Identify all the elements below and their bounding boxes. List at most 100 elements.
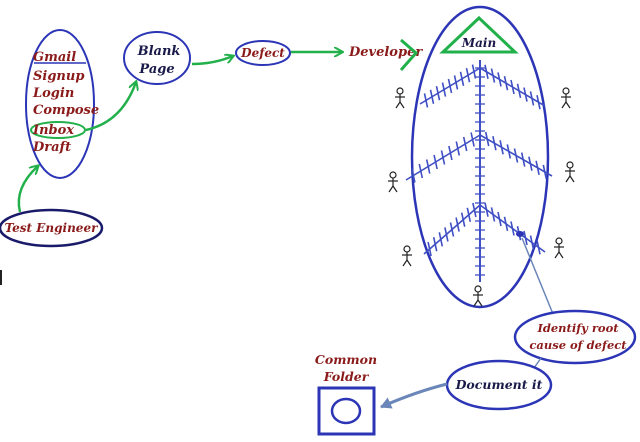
person-leg-right bbox=[565, 101, 571, 109]
menu-item-signup: Signup bbox=[33, 69, 84, 84]
fishbone-rib-tick bbox=[497, 211, 502, 227]
person-leg-right bbox=[399, 101, 405, 109]
person-leg-right bbox=[392, 185, 398, 193]
blank-to-defect-arrow bbox=[191, 56, 233, 66]
fishbone-rib-tick bbox=[471, 64, 477, 79]
fishbone-rib-tick bbox=[459, 71, 465, 86]
fishbone-rib-tick bbox=[536, 95, 541, 110]
fishbone-rib-tick bbox=[510, 221, 515, 236]
fishbone-rib-tick bbox=[465, 68, 471, 83]
fishbone-rib-tick bbox=[506, 144, 512, 159]
person-leg-left bbox=[565, 175, 571, 183]
fishbone-rib-tick bbox=[470, 132, 475, 147]
defect-node bbox=[235, 40, 291, 66]
fishbone-branches bbox=[405, 64, 553, 257]
fishbone-rib-tick bbox=[433, 154, 438, 170]
fishbone-rib-tick bbox=[497, 72, 502, 87]
fishbone-rib-tick bbox=[484, 202, 489, 217]
fishbone-rib-tick bbox=[423, 93, 429, 108]
test-engineer-arrow bbox=[17, 166, 38, 213]
fishbone-rib-tick bbox=[535, 160, 540, 175]
person-head bbox=[555, 237, 563, 245]
root-cause-dot bbox=[516, 231, 524, 237]
person-leg-right bbox=[569, 175, 575, 183]
fishbone-rib-tick bbox=[523, 87, 528, 102]
test-engineer-node bbox=[0, 208, 104, 248]
fishbone-rib-tick bbox=[432, 237, 438, 252]
person-head bbox=[566, 161, 574, 169]
person-head bbox=[403, 245, 411, 253]
person-leg-right bbox=[477, 299, 483, 307]
fishbone-rib-tick bbox=[441, 82, 447, 97]
fishbone-rib-tick bbox=[411, 168, 416, 183]
person-head bbox=[474, 285, 482, 293]
fishbone-rib-tick bbox=[490, 68, 496, 83]
person-icon bbox=[554, 237, 564, 259]
person-icon bbox=[473, 285, 483, 307]
fishbone-rib-tick bbox=[453, 75, 459, 90]
menu-item-login: Login bbox=[32, 86, 74, 101]
fishbone-rib-tick bbox=[462, 136, 468, 152]
fishbone-rib-tick bbox=[440, 150, 446, 165]
spine-ticks bbox=[475, 67, 485, 276]
fishbone-rib-tick bbox=[455, 217, 460, 232]
main-label: Main bbox=[461, 36, 496, 50]
menu-item-gmail: Gmail bbox=[33, 50, 76, 65]
blank-page-label-1: Blank bbox=[137, 44, 181, 59]
fishbone-rib-tick bbox=[542, 164, 548, 180]
identify-to-document-link bbox=[533, 357, 542, 369]
person-leg-left bbox=[561, 101, 567, 109]
fishbone-rib-tick bbox=[503, 216, 509, 231]
fishbone-rib-tick bbox=[444, 227, 449, 242]
fishbone-rib-tick bbox=[536, 240, 541, 255]
fishbone-rib-tick bbox=[435, 86, 441, 101]
identify-root-cause-node bbox=[513, 309, 637, 365]
fishbone-rib-tick bbox=[455, 141, 461, 156]
person-leg-left bbox=[554, 251, 560, 259]
folder-icon-circle bbox=[330, 397, 362, 425]
fishbone-rib-tick bbox=[448, 145, 453, 161]
inbox-highlight bbox=[30, 121, 86, 139]
fishbone-rib-tick bbox=[510, 79, 515, 95]
person-head bbox=[396, 87, 404, 95]
person-leg-left bbox=[402, 259, 408, 267]
fishbone-rib-tick bbox=[490, 207, 496, 222]
fishbone-rib-tick bbox=[484, 131, 490, 147]
fishbone-rib-tick bbox=[528, 156, 533, 171]
root-cause-link bbox=[521, 237, 554, 315]
fishbone-rib-tick bbox=[460, 212, 466, 227]
fishbone-rib-tick bbox=[418, 163, 424, 179]
fishbone-rib-tick bbox=[516, 83, 522, 98]
fishbone-rib-tick bbox=[427, 241, 432, 257]
stick-figures bbox=[388, 87, 575, 307]
document-to-folder-arrow bbox=[380, 382, 448, 409]
developer-to-main-arrow bbox=[399, 38, 419, 71]
fishbone-rib-tick bbox=[499, 140, 504, 155]
folder-icon bbox=[317, 386, 376, 436]
fishbone-rib-tick bbox=[529, 235, 535, 250]
defect-label: Defect bbox=[240, 46, 285, 60]
person-leg-left bbox=[388, 185, 394, 193]
person-icon bbox=[565, 161, 575, 183]
person-leg-left bbox=[473, 299, 479, 307]
fishbone-rib-tick bbox=[529, 91, 535, 106]
fishbone-rib-tick bbox=[466, 207, 472, 222]
common-folder-label-1: Common bbox=[315, 352, 377, 367]
common-folder-label-2: Folder bbox=[323, 369, 370, 384]
fishbone-rib-tick bbox=[513, 148, 519, 163]
fishbone-rib-tick bbox=[523, 230, 528, 246]
person-head bbox=[562, 87, 570, 95]
menu-ellipse bbox=[25, 29, 95, 179]
fishbone-rib-tick bbox=[484, 64, 489, 79]
fishbone-rib-tick bbox=[438, 232, 444, 247]
test-engineer-label: Test Engineer bbox=[5, 221, 99, 235]
identify-label-1: Identify root bbox=[536, 321, 619, 335]
person-head bbox=[389, 171, 397, 179]
inbox-to-blank-arrow bbox=[85, 82, 136, 132]
person-icon bbox=[388, 171, 398, 193]
fishbone-rib-tick bbox=[520, 152, 526, 167]
fishbone-rib-tick bbox=[425, 159, 431, 174]
document-it-label: Document it bbox=[455, 377, 543, 392]
menu-item-draft: Draft bbox=[32, 140, 71, 155]
